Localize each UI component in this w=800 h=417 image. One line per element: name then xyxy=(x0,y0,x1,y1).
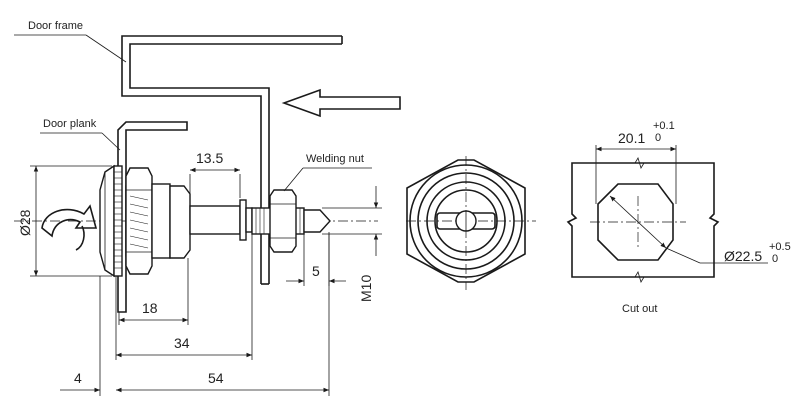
dim-4: 4 xyxy=(60,370,100,393)
welding-nut-label-leader: Welding nut xyxy=(283,153,372,192)
front-hex-outline xyxy=(406,159,526,283)
dim-m10: M10 xyxy=(322,186,382,302)
svg-text:Ø22.5: Ø22.5 xyxy=(724,248,762,264)
svg-text:54: 54 xyxy=(208,370,224,386)
dim-dia28: Ø28 xyxy=(17,165,112,277)
svg-text:+0.1: +0.1 xyxy=(653,120,675,132)
svg-text:0: 0 xyxy=(772,253,778,265)
dim-13-5: 13.5 xyxy=(189,150,241,204)
shaft-washer xyxy=(239,199,247,241)
front-outer-ring xyxy=(409,164,523,278)
cut-out-label: Cut out xyxy=(622,303,657,315)
lock-barrel xyxy=(169,185,191,259)
svg-text:+0.5: +0.5 xyxy=(769,241,791,253)
svg-text:13.5: 13.5 xyxy=(196,150,223,166)
lock-front-view xyxy=(406,156,536,290)
door-frame-label-leader: Door frame xyxy=(14,20,127,63)
lock-hex-nut xyxy=(125,167,153,275)
door-frame xyxy=(121,35,343,285)
cut-out-panel xyxy=(566,162,720,278)
svg-text:20.1: 20.1 xyxy=(618,130,645,146)
cut-out-view: 20.1 +0.1 0 Ø22.5 +0.5 0 Cut out xyxy=(566,120,791,315)
door-plank-label-leader: Door plank xyxy=(40,118,121,151)
svg-text:5: 5 xyxy=(312,263,320,279)
svg-text:34: 34 xyxy=(174,335,190,351)
svg-text:4: 4 xyxy=(74,370,82,386)
svg-text:M10: M10 xyxy=(358,275,374,302)
lock-washer xyxy=(151,183,171,259)
door-plank xyxy=(117,121,188,313)
dim-34: 34 xyxy=(115,234,253,360)
dim-5: 5 xyxy=(286,234,346,286)
insertion-arrow-icon xyxy=(281,88,401,118)
svg-text:18: 18 xyxy=(142,300,158,316)
cut-out-hole xyxy=(597,183,674,261)
welding-nut xyxy=(269,189,297,253)
svg-text:Ø28: Ø28 xyxy=(17,209,33,236)
welding-nut-label: Welding nut xyxy=(306,153,364,165)
lock-shaft xyxy=(189,205,241,235)
stud-tip xyxy=(303,209,331,233)
lock-knurl-ring xyxy=(113,165,123,277)
dim-18: 18 xyxy=(118,258,189,325)
rotation-arrow-icon xyxy=(41,204,98,238)
door-frame-label: Door frame xyxy=(28,20,83,32)
svg-text:0: 0 xyxy=(655,132,661,144)
lock-side-view xyxy=(14,164,378,278)
lock-head-flange xyxy=(99,164,115,278)
door-plank-label: Door plank xyxy=(43,118,97,130)
